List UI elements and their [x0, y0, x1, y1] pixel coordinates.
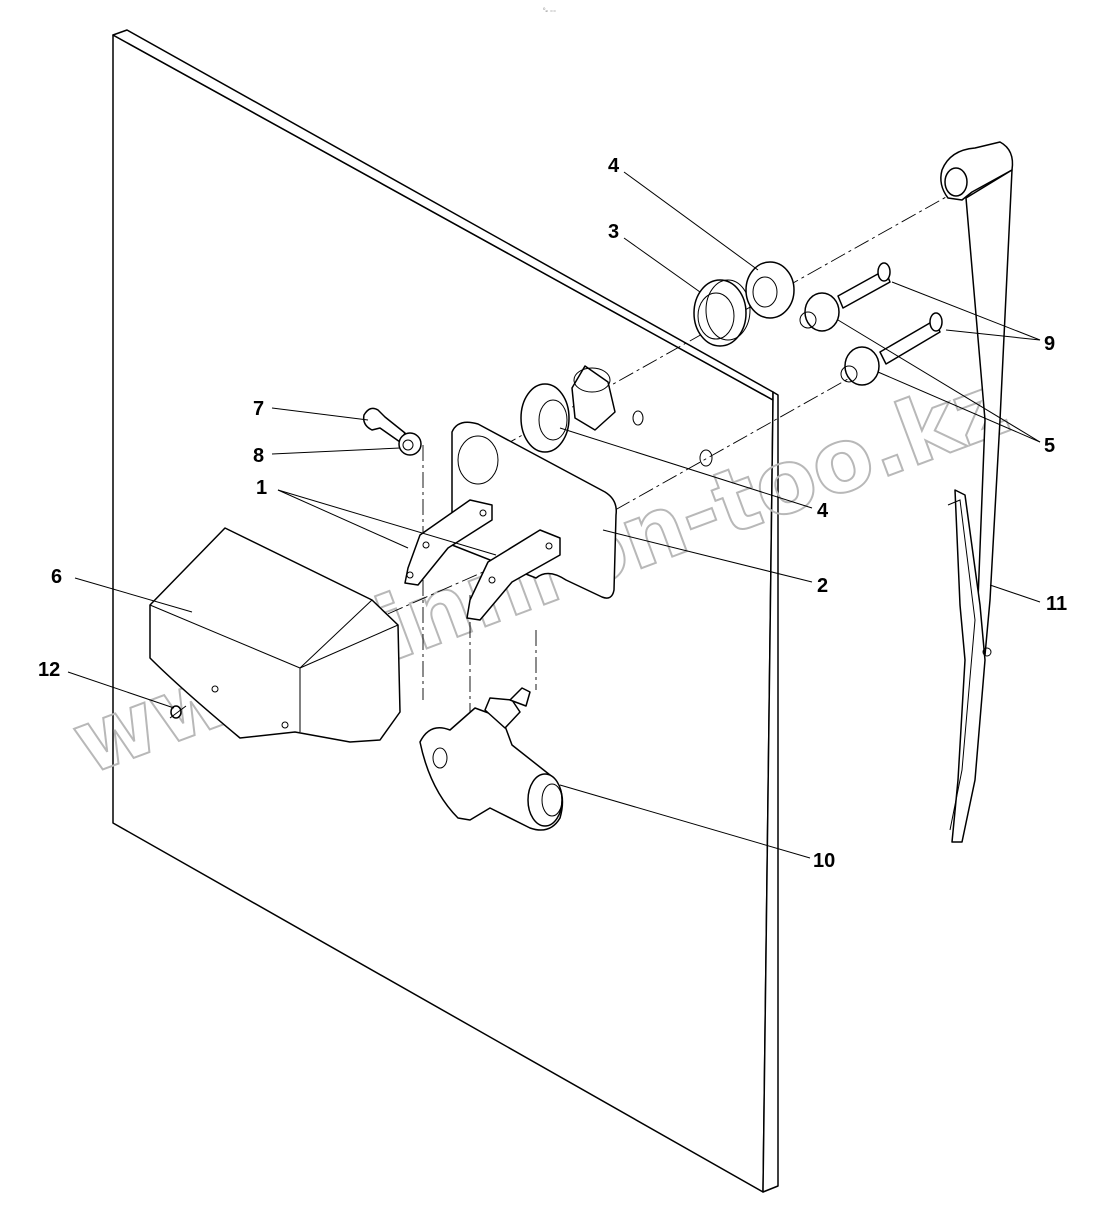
callout-4-lower: 4: [817, 500, 829, 522]
wiper-arm: [940, 141, 1014, 656]
lock-washer: [398, 432, 422, 456]
grommet-ring: [693, 279, 751, 347]
callout-5: 5: [1044, 435, 1055, 457]
callout-6: 6: [51, 566, 62, 588]
bracket-upper: [404, 499, 493, 586]
washer-wall: [520, 383, 570, 453]
callout-8: 8: [253, 445, 264, 467]
screw-lower: [879, 312, 943, 365]
spacer-lower: [840, 346, 880, 386]
leader-lines: [67, 171, 1041, 859]
callout-3: 3: [608, 221, 619, 243]
callout-10: 10: [813, 850, 835, 872]
callout-11: 11: [1046, 593, 1067, 615]
motor-cover: [149, 527, 401, 743]
spacer-upper: [799, 292, 840, 332]
wiper-blade: [947, 489, 992, 843]
callout-9: 9: [1044, 333, 1055, 355]
callout-12: 12: [38, 659, 60, 681]
wiper-motor: [419, 687, 564, 831]
sleeve-wall: [571, 365, 616, 431]
small-screw: [169, 705, 187, 719]
screw-upper: [837, 262, 891, 309]
callout-4-top: 4: [608, 155, 620, 177]
callout-2: 2: [817, 575, 828, 597]
wall-panel: [112, 29, 779, 1193]
header-mark: ⁰ₔ ₌₌: [543, 7, 556, 14]
bracket-lower: [466, 529, 561, 621]
callout-7: 7: [253, 398, 264, 420]
washer-outer: [745, 261, 795, 319]
callout-1: 1: [256, 477, 267, 499]
callout-numbers: 4 3 7 8 1 6 12 9 5 4 2 11 10: [38, 155, 1067, 872]
